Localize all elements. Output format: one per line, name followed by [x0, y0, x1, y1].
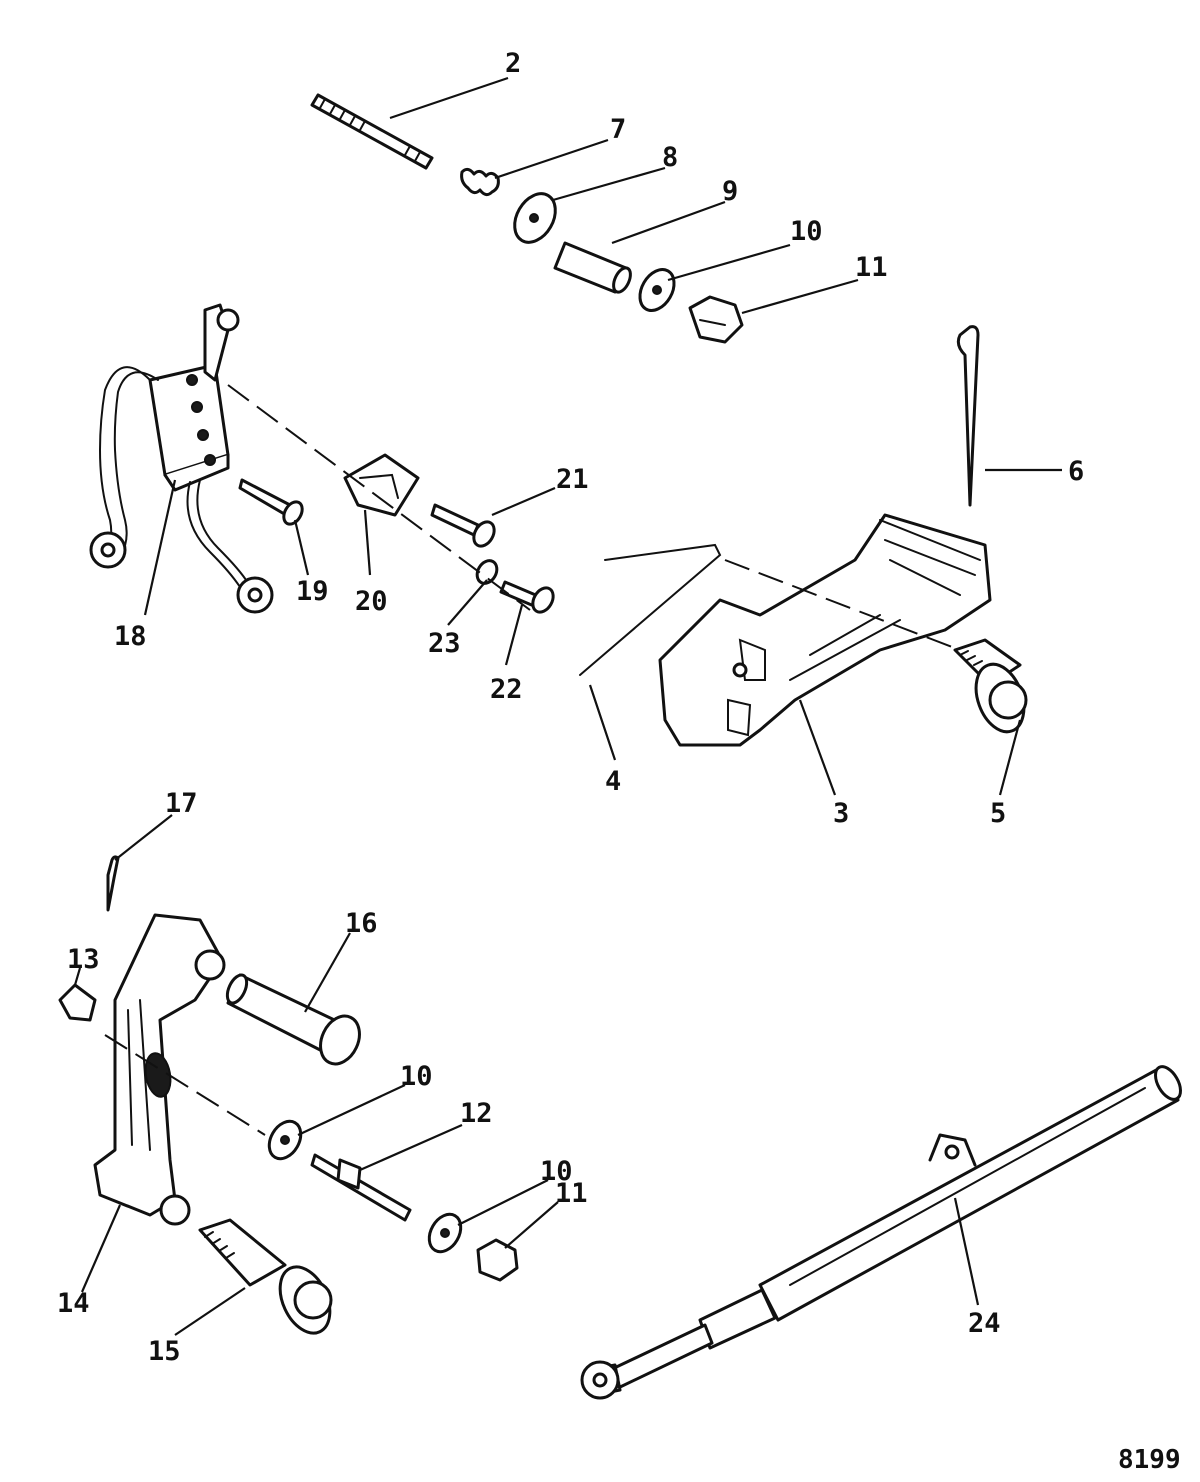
alignment-line-arm: [724, 559, 961, 651]
stud-12: [310, 1153, 412, 1222]
bracket-20: [343, 453, 420, 517]
callout-17: 17: [165, 788, 198, 819]
callout-9: 9: [722, 176, 738, 207]
callout-8: 8: [662, 142, 678, 173]
fastener-13: [58, 983, 97, 1022]
spring-7: [460, 167, 500, 197]
switch-assembly-18: [89, 303, 274, 614]
callout-3: 3: [833, 798, 849, 829]
callout-5: 5: [990, 798, 1006, 829]
pin-16: [225, 973, 361, 1066]
callout-2: 2: [505, 48, 521, 79]
callout-15: 15: [148, 1336, 181, 1367]
callout-4: 4: [605, 766, 621, 797]
callout-12: 12: [460, 1098, 493, 1129]
cotter-pin-6: [956, 325, 980, 507]
screw-19: [238, 478, 304, 526]
callout-16: 16: [345, 908, 378, 939]
washer-10-mid: [267, 1119, 303, 1161]
shoulder-bolt-5: [953, 638, 1028, 734]
lever-14: [93, 913, 226, 1226]
alignment-line-lever: [104, 1034, 266, 1136]
callout-23: 23: [428, 628, 461, 659]
figure-number: 8199: [1118, 1445, 1181, 1475]
callout-18: 18: [114, 621, 147, 652]
callout-22: 22: [490, 674, 523, 705]
shoulder-bolt-15: [198, 1218, 333, 1335]
callout-10-low: 10: [540, 1156, 573, 1187]
washer-23: [475, 559, 499, 585]
callout-20: 20: [355, 586, 388, 617]
washer-10-low: [427, 1212, 463, 1254]
stud-2: [310, 93, 434, 170]
nut-11-low: [476, 1238, 519, 1282]
throttle-arm-3: [658, 513, 992, 747]
callout-24: 24: [968, 1308, 1001, 1339]
alignment-line-switch: [227, 384, 531, 611]
screw-22: [499, 580, 555, 614]
link-rod-4: [579, 543, 722, 676]
callout-7: 7: [610, 114, 626, 145]
cotter-pin-17: [106, 855, 120, 912]
callout-6: 6: [1068, 456, 1084, 487]
leader-lines: [73, 76, 1062, 1336]
washer-8: [513, 192, 557, 244]
nut-11-top: [688, 295, 744, 344]
callout-10-top: 10: [790, 216, 823, 247]
callout-11-top: 11: [855, 252, 888, 283]
washer-10-top: [638, 268, 676, 312]
screw-21: [430, 503, 496, 548]
callout-11-low: 11: [555, 1178, 588, 1209]
callout-14: 14: [57, 1288, 90, 1319]
callout-21: 21: [556, 464, 589, 495]
callout-13: 13: [67, 944, 100, 975]
control-rod-24: [580, 1065, 1182, 1400]
callout-19: 19: [296, 576, 329, 607]
callout-labels: 2 7 8 9 10 11 6 21 18 19 20 23 22 4 3 5 …: [57, 48, 1084, 1367]
callout-10-mid: 10: [400, 1061, 433, 1092]
sleeve-9: [553, 241, 632, 294]
